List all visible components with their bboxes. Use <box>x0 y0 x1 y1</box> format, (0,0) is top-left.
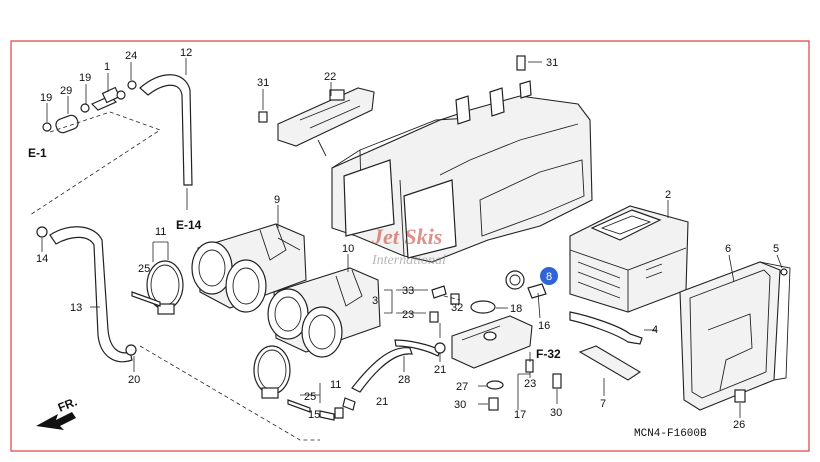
callout-1: 1 <box>104 61 110 73</box>
clamp-25-lower <box>253 345 311 413</box>
callout-19a: 19 <box>79 72 91 84</box>
callout-2: 2 <box>665 189 671 201</box>
air-box-housing <box>331 80 593 263</box>
strap-4 <box>569 311 643 345</box>
bracket-22 <box>277 87 375 157</box>
callout-18: 18 <box>510 303 522 315</box>
callout-13: 13 <box>70 302 82 314</box>
callout-5: 5 <box>773 243 779 255</box>
callout-21b: 21 <box>376 396 388 408</box>
ref-f32[interactable]: F-32 <box>536 347 561 361</box>
callout-26: 26 <box>733 419 745 431</box>
ref-e14[interactable]: E-14 <box>176 218 202 232</box>
callout-30b: 30 <box>550 407 562 419</box>
callout-9: 9 <box>274 194 280 206</box>
hose-13 <box>49 226 133 363</box>
callout-12: 12 <box>180 47 192 59</box>
callout-20: 20 <box>128 374 140 386</box>
watermark-sub: International <box>371 253 446 268</box>
callout-21a: 21 <box>434 364 446 376</box>
callout-33: 33 <box>402 285 414 297</box>
callout-31b: 31 <box>546 57 558 69</box>
diagram-frame <box>10 40 810 452</box>
intake-funnel-10 <box>267 267 381 358</box>
watermark-main: Jet Skis <box>371 224 442 249</box>
callout-28: 28 <box>398 374 410 386</box>
air-box-cover-6 <box>679 261 791 411</box>
callout-3: 3 <box>372 295 378 307</box>
callout-24: 24 <box>125 50 137 62</box>
callout-14: 14 <box>36 253 48 265</box>
air-filter-element-2 <box>569 205 689 313</box>
seal-7 <box>578 345 642 381</box>
callout-22: 22 <box>324 71 336 83</box>
callout-32: 32 <box>451 302 463 314</box>
callout-29: 29 <box>60 85 72 97</box>
callout-25a: 25 <box>138 263 150 275</box>
breather-fittings <box>42 80 137 134</box>
callout-25b: 25 <box>304 391 316 403</box>
callout-16: 16 <box>538 320 550 332</box>
clamp-25-upper <box>131 260 184 315</box>
callout-27: 27 <box>456 381 468 393</box>
tube-28 <box>351 347 413 393</box>
callout-8[interactable]: 8 <box>546 271 552 283</box>
callout-23b: 23 <box>524 378 536 390</box>
front-label: FR. <box>56 395 79 415</box>
callout-23a: 23 <box>402 309 414 321</box>
intake-funnel-9 <box>191 223 307 313</box>
callout-31a: 31 <box>257 77 269 89</box>
callout-labels: 1 24 12 19 29 19 31 22 31 2 9 11 14 10 6… <box>36 47 779 431</box>
callout-15: 15 <box>308 409 320 421</box>
callout-30a: 30 <box>454 399 466 411</box>
front-arrow <box>36 412 76 430</box>
callout-7: 7 <box>600 398 606 410</box>
diagram-code: MCN4-F1600B <box>634 428 707 440</box>
ref-e1[interactable]: E-1 <box>28 146 47 160</box>
callout-10: 10 <box>342 243 354 255</box>
callout-4: 4 <box>652 324 658 336</box>
callout-11b: 11 <box>330 379 341 391</box>
callout-17: 17 <box>514 409 526 421</box>
hose-12 <box>139 74 193 186</box>
callout-6: 6 <box>725 243 731 255</box>
callout-11a: 11 <box>155 226 166 238</box>
callout-19b: 19 <box>40 92 52 104</box>
case-17 <box>451 315 533 369</box>
callout-8-highlight[interactable] <box>540 267 558 285</box>
